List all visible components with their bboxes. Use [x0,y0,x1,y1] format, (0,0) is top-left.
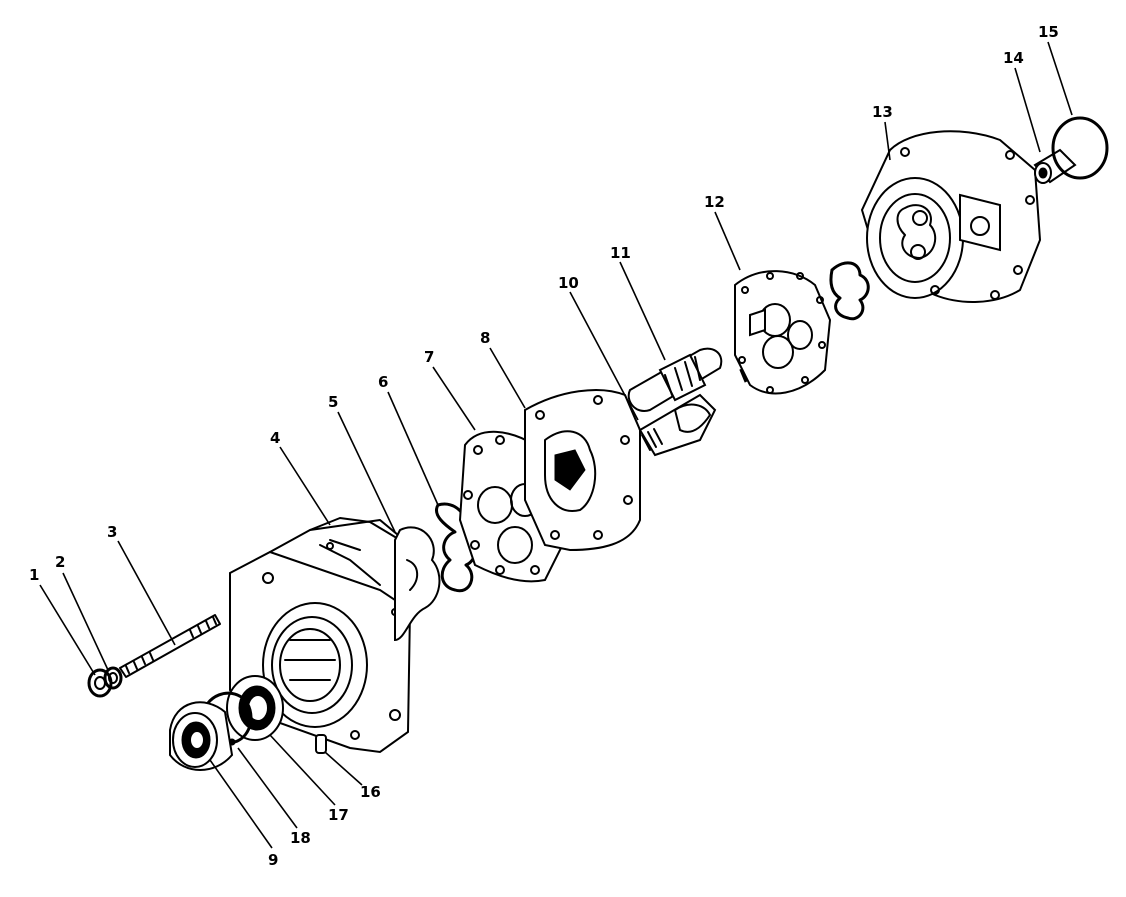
callout-2: 2 [55,553,65,571]
leader-15 [1047,41,1073,116]
leader-13 [884,121,891,161]
part-15-o-ring [1051,116,1109,180]
part-13-rear-cover [860,130,1042,303]
leader-12 [714,211,741,271]
leader-1 [39,584,96,676]
leader-14 [1014,67,1041,153]
callout-10: 10 [558,274,579,292]
part-3-stud [119,614,221,678]
leader-8 [489,347,526,409]
callout-16: 16 [360,783,381,801]
leader-10 [569,291,639,421]
callout-6: 6 [378,373,388,391]
leader-11 [619,261,666,361]
leader-lines [39,41,1073,849]
callout-17: 17 [328,806,349,824]
callout-3: 3 [107,523,117,541]
leader-4 [279,446,331,526]
callout-14: 14 [1003,49,1024,67]
leader-6 [387,391,439,506]
callout-4: 4 [270,429,280,447]
callout-18: 18 [290,829,311,847]
part-2-washer [103,666,123,690]
callout-15: 15 [1038,23,1059,41]
part-5-gasket [394,526,441,642]
leader-16 [324,751,363,786]
part-9-bearing [169,701,234,771]
rear-seal-ring [829,261,870,321]
leader-3 [117,540,176,646]
leader-18 [237,747,298,829]
callout-7: 7 [424,348,434,366]
callout-8: 8 [480,329,490,347]
callout-1: 1 [29,566,39,584]
part-11-driven-gear [627,347,766,412]
callout-9: 9 [268,851,278,869]
callout-5: 5 [328,393,338,411]
leader-9 [209,759,273,849]
callout-12: 12 [704,193,725,211]
part-14-fitting [1033,148,1077,184]
leader-7 [432,366,476,431]
callout-11: 11 [610,244,631,262]
part-17-lip-seal [226,675,284,741]
part-16-dowel-pin [315,734,327,754]
callout-13: 13 [872,103,893,121]
leader-17 [269,734,336,806]
leader-2 [62,572,109,671]
part-10-drive-shaft [638,393,717,457]
callout-labels: 1 2 3 4 5 6 7 8 9 10 11 12 13 14 15 16 1… [29,23,1059,869]
leader-5 [337,411,396,533]
part-8-gear-housing [524,389,641,552]
part-12-back-plate [734,270,832,395]
